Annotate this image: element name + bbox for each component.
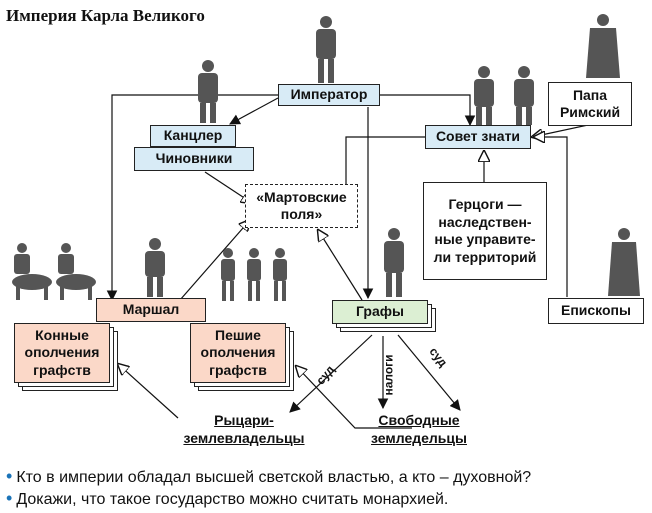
figure-icon — [608, 228, 640, 296]
node-chancellor: Канцлер — [150, 125, 236, 147]
question-text: Кто в империи обладал высшей светской вл… — [16, 469, 532, 486]
edge-council-march — [346, 136, 425, 200]
dukes-line: наследствен- — [438, 213, 532, 230]
cavalry-line: ополчения — [24, 344, 100, 361]
node-council: Совет знати — [425, 125, 531, 149]
edge-emperor-chancellor — [229, 97, 279, 125]
march-fields-line: поля» — [280, 206, 323, 222]
march-fields-line: «Мартовские — [256, 188, 347, 205]
edge-emperor-marshal — [106, 94, 278, 302]
edge-counts-farmers-court — [397, 334, 461, 411]
edge-label-taxes: налоги — [381, 354, 396, 396]
figure-icon — [474, 66, 534, 125]
node-infantry: Пешие ополчения графств — [190, 323, 286, 383]
node-counts: Графы — [332, 300, 428, 324]
node-officials: Чиновники — [134, 147, 254, 171]
figure-icon — [145, 238, 165, 297]
node-marshal: Маршал — [96, 298, 206, 322]
node-pope: Папа Римский — [548, 82, 632, 126]
cavalry-line: графств — [33, 361, 91, 378]
infantry-icon — [221, 248, 287, 301]
edge-officials-march — [204, 171, 252, 203]
pope-line: Папа — [572, 86, 608, 103]
edge-knights-cavalry — [118, 364, 179, 419]
node-cavalry: Конные ополчения графств — [14, 323, 110, 383]
edge-farmers-infantry — [296, 366, 412, 429]
farmers-line: земледельцы — [371, 429, 467, 446]
farmers-line: Свободные — [378, 412, 460, 428]
question-item: •Докажи, что такое государство можно счи… — [6, 488, 448, 510]
knights-line: землевладельцы — [183, 429, 305, 446]
edge-bishops-council — [534, 137, 568, 297]
cavalry-line: Конные — [35, 326, 89, 343]
pope-line: Римский — [559, 104, 621, 120]
figure-icon — [586, 14, 620, 78]
cavalry-icon — [12, 243, 96, 300]
question-text: Докажи, что такое государство можно счит… — [16, 491, 449, 508]
infantry-line: графств — [209, 361, 267, 378]
question-item: •Кто в империи обладал высшей светской в… — [6, 466, 531, 488]
bullet-icon: • — [6, 466, 13, 486]
figure-icon — [198, 60, 218, 123]
node-bishops: Епископы — [548, 298, 644, 324]
edge-emperor-council — [380, 94, 476, 127]
edge-counts-march — [318, 230, 363, 301]
infantry-line: ополчения — [200, 344, 276, 361]
node-emperor: Император — [278, 84, 380, 106]
node-march-fields: «Мартовские поля» — [245, 184, 358, 228]
dukes-line: ли территорий — [433, 248, 537, 265]
dukes-line: Герцоги — — [448, 196, 522, 212]
node-farmers: Свободные земледельцы — [356, 412, 482, 447]
edge-counts-knights — [289, 334, 373, 413]
knights-line: Рыцари- — [214, 412, 274, 428]
dukes-line: ные управите- — [434, 231, 536, 247]
infantry-line: Пешие — [215, 326, 261, 343]
edge-marshal-march — [179, 220, 250, 301]
figure-icon — [316, 16, 336, 83]
node-knights: Рыцари- землевладельцы — [180, 412, 308, 447]
figure-icon — [384, 228, 404, 297]
node-dukes: Герцоги — наследствен- ные управите- ли … — [423, 182, 547, 280]
diagram-title: Империя Карла Великого — [6, 6, 205, 25]
bullet-icon: • — [6, 488, 13, 508]
